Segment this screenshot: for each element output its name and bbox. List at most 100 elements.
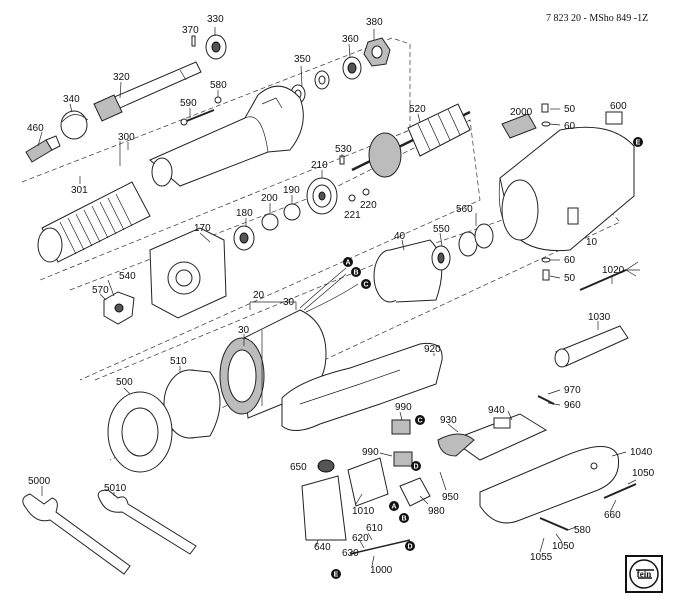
callout-2000: 2000 <box>510 107 533 118</box>
callout-1020: 1020 <box>602 265 625 276</box>
callout-510: 510 <box>170 356 187 367</box>
marker-b-lead: B <box>401 516 406 523</box>
wrench-5010 <box>97 489 197 555</box>
callout-980: 980 <box>428 506 445 517</box>
cover-510 <box>163 369 221 439</box>
callout-1055: 1055 <box>530 552 553 563</box>
callout-500: 500 <box>116 377 133 388</box>
plate-640 <box>301 475 347 541</box>
part-990-b <box>393 451 413 467</box>
callout-5010: 5010 <box>104 483 127 494</box>
callout-340: 340 <box>63 94 80 105</box>
callout-10: 10 <box>586 237 598 248</box>
bearing-180 <box>233 225 255 251</box>
bearing-330 <box>205 34 227 60</box>
fein-logo <box>625 555 663 593</box>
marker-c-stator: C <box>363 282 368 289</box>
switch-930 <box>450 413 548 461</box>
cover-ring-40 <box>373 239 443 303</box>
callout-930: 930 <box>440 415 457 426</box>
callout-5000: 5000 <box>28 476 51 487</box>
callout-380: 380 <box>366 17 383 28</box>
marker-b-stator: B <box>353 270 358 277</box>
part-980 <box>399 477 431 507</box>
callout-610: 610 <box>366 523 383 534</box>
fan-570 <box>103 291 135 325</box>
callout-190: 190 <box>283 185 300 196</box>
callout-590: 590 <box>180 98 197 109</box>
armature-520 <box>351 103 471 178</box>
callout-560: 560 <box>456 204 473 215</box>
screw-50-top <box>541 103 551 127</box>
callout-200: 200 <box>261 193 278 204</box>
callout-30-right: 30 <box>283 297 295 308</box>
callout-650: 650 <box>290 462 307 473</box>
screw-590 <box>180 109 215 126</box>
callout-60-bottom: 60 <box>564 255 576 266</box>
callout-330: 330 <box>207 14 224 25</box>
marker-d-switch: D <box>413 464 418 471</box>
callout-580: 580 <box>210 80 227 91</box>
connection-markers: A B C E C D A B D E <box>331 137 643 579</box>
collet-460 <box>25 135 61 163</box>
callout-660: 660 <box>604 510 621 521</box>
callout-1000: 1000 <box>370 565 393 576</box>
washer-200 <box>261 213 279 231</box>
washer-190 <box>283 203 301 221</box>
cover-1010 <box>347 457 389 507</box>
handle-half-920 <box>281 342 443 431</box>
screws-220-221 <box>348 188 370 202</box>
callout-580-right: 580 <box>574 525 591 536</box>
gear-head-housing <box>149 85 304 187</box>
callout-180: 180 <box>236 208 253 219</box>
callout-300: 300 <box>118 132 135 143</box>
marker-a-stator: A <box>345 260 350 267</box>
bearing-assembly-frame <box>69 119 481 381</box>
marker-e-clip: E <box>334 572 339 579</box>
callout-630: 630 <box>342 548 359 559</box>
rings-560 <box>458 223 494 257</box>
collet-sleeve <box>93 94 123 122</box>
callout-530: 530 <box>335 144 352 155</box>
callout-1050-right: 1050 <box>632 468 655 479</box>
clamp-970 <box>537 395 555 405</box>
washer-580 <box>214 96 222 104</box>
cable-1020 <box>579 261 640 291</box>
callout-640: 640 <box>314 542 331 553</box>
callout-1030: 1030 <box>588 312 611 323</box>
callout-320: 320 <box>113 72 130 83</box>
bearing-210 <box>306 177 338 215</box>
marker-a-lead: A <box>391 504 396 511</box>
callout-950: 950 <box>442 492 459 503</box>
leader-lines <box>37 27 637 567</box>
callout-170: 170 <box>194 223 211 234</box>
callout-600: 600 <box>610 101 627 112</box>
callout-221: 221 <box>344 210 361 221</box>
key-pin-370 <box>191 35 196 47</box>
callout-920: 920 <box>424 344 441 355</box>
grip-sleeve-301 <box>37 181 151 263</box>
document-code: 7 823 20 - MSho 849 -1Z <box>546 13 648 24</box>
callout-40: 40 <box>394 231 406 242</box>
logo-text: fein <box>637 569 652 579</box>
callout-350: 350 <box>294 54 311 65</box>
nut-380 <box>363 37 391 67</box>
collet-nut-340 <box>60 110 89 140</box>
callout-60-top: 60 <box>564 121 576 132</box>
screw-660 <box>603 483 637 499</box>
marker-e-housing: E <box>636 140 641 147</box>
callout-460: 460 <box>27 123 44 134</box>
stator-leads <box>299 267 359 313</box>
callout-50-bottom: 50 <box>564 273 576 284</box>
callout-990-bottom: 990 <box>362 447 379 458</box>
callout-220: 220 <box>360 200 377 211</box>
part-650 <box>317 459 335 473</box>
callout-620: 620 <box>352 533 369 544</box>
marker-d-clip: D <box>407 544 412 551</box>
bearing-360 <box>342 56 362 80</box>
callout-540: 540 <box>119 271 136 282</box>
trigger-950 <box>437 433 475 457</box>
callout-990-top: 990 <box>395 402 412 413</box>
